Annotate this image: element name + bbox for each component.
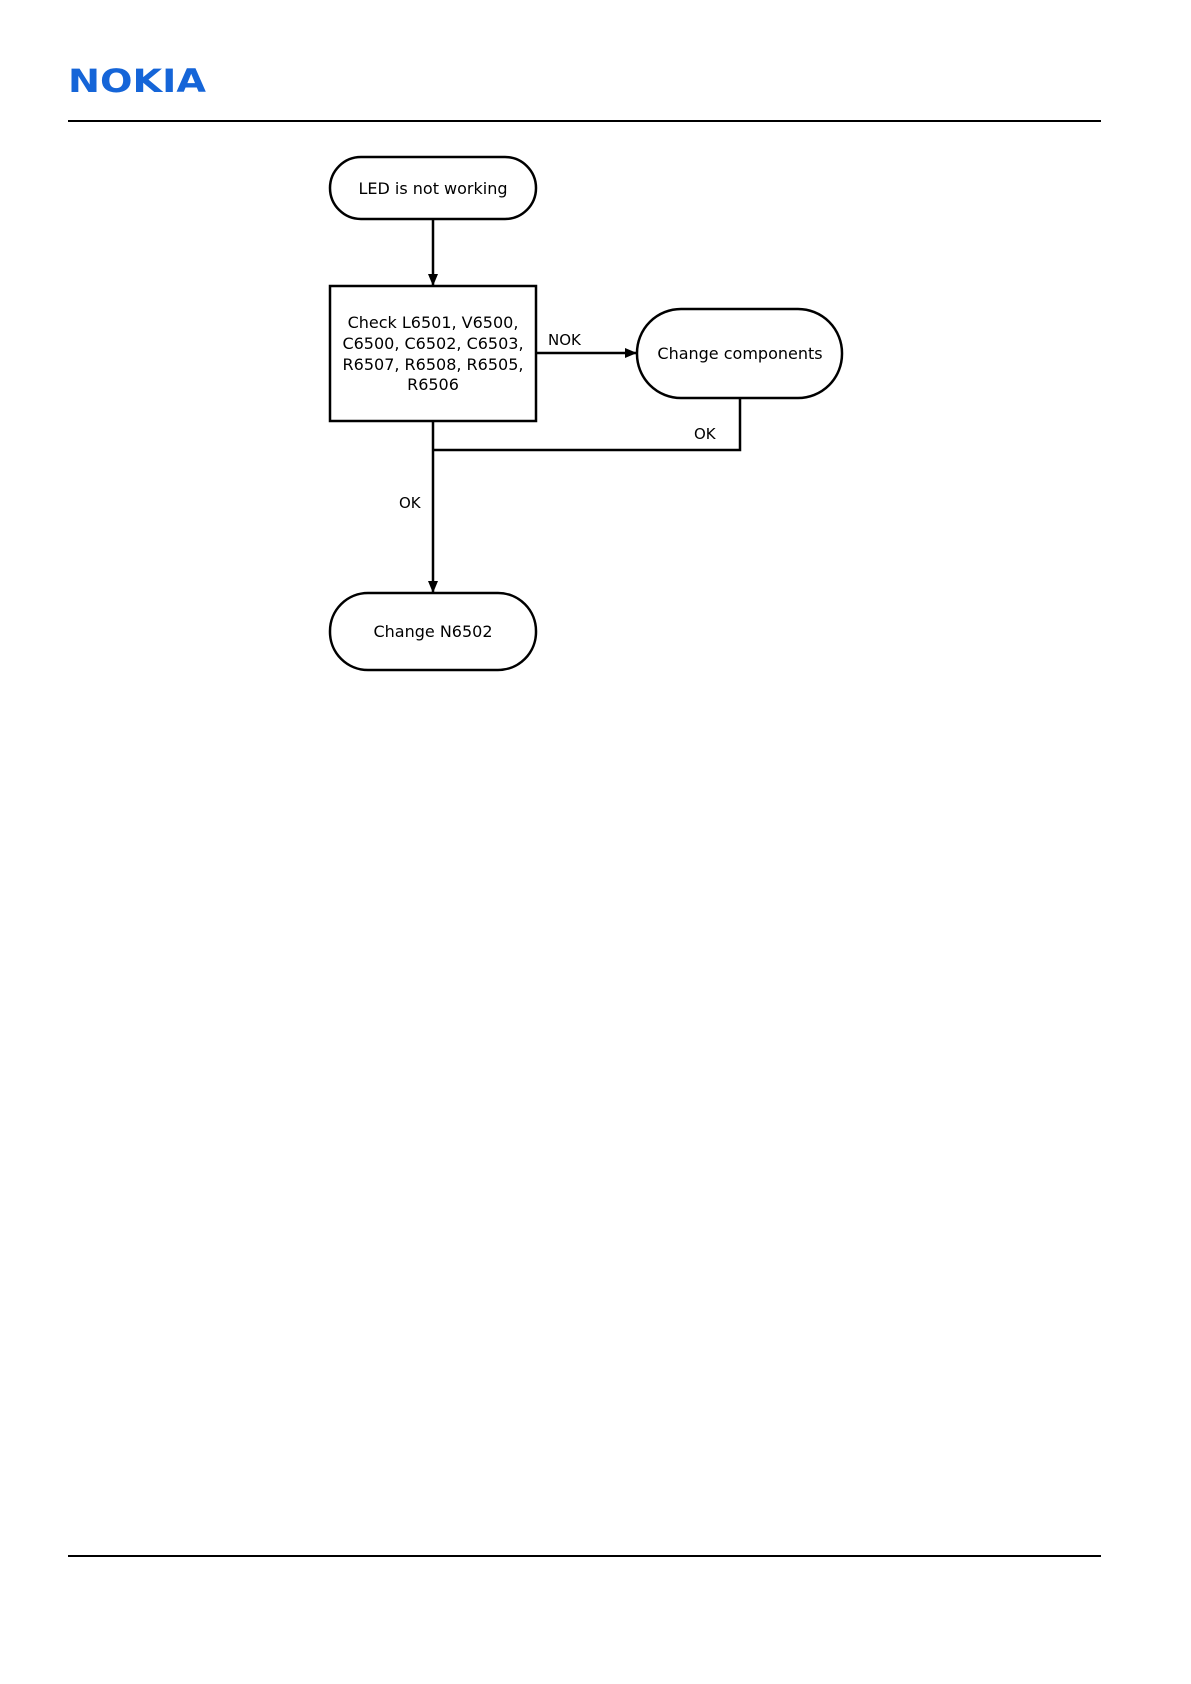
footer-rule (68, 1555, 1101, 1557)
check-line-3: R6507, R6508, R6505, (343, 355, 524, 374)
check-line-2: C6500, C6502, C6503, (342, 334, 523, 353)
node-change-components: Change components (637, 309, 842, 398)
check-line-4: R6506 (407, 375, 459, 394)
check-line-1: Check L6501, V6500, (348, 313, 519, 332)
node-led-not-working-label: LED is not working (358, 179, 507, 198)
edge-label-nok: NOK (548, 331, 582, 349)
node-change-components-label: Change components (657, 344, 822, 363)
node-change-n6502-label: Change N6502 (373, 622, 492, 641)
edge-label-ok-return: OK (694, 425, 717, 443)
node-led-not-working: LED is not working (330, 157, 536, 219)
edge-label-ok-down: OK (399, 494, 422, 512)
node-change-n6502: Change N6502 (330, 593, 536, 670)
flowchart: LED is not working Check L6501, V6500, C… (0, 0, 1191, 700)
node-check-components: Check L6501, V6500, C6500, C6502, C6503,… (330, 286, 536, 421)
